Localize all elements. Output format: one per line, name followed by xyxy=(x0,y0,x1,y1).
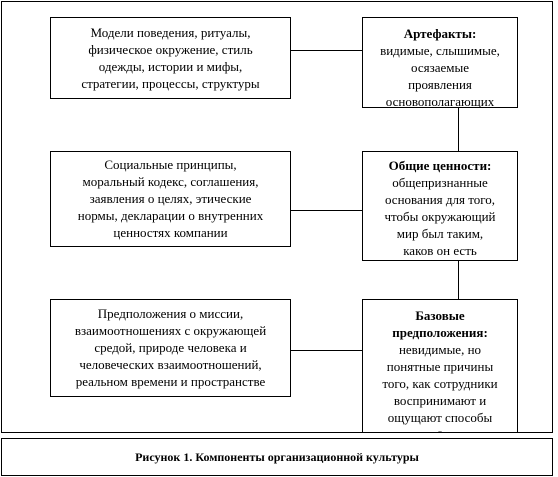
text-line: реальном времени и пространстве xyxy=(75,374,266,389)
text-line: мир был таким, xyxy=(396,226,484,241)
right-box-basic-assumptions: Базовые предположения: невидимые, но пон… xyxy=(362,299,518,433)
text-line: общепризнанные xyxy=(392,175,488,190)
diagram-frame xyxy=(1,1,553,433)
box-title: предположения: xyxy=(392,325,488,340)
text-line: понятные причины xyxy=(386,359,494,374)
box-title: Общие ценности: xyxy=(388,158,492,173)
left-box-artifacts-description: Модели поведения, ритуалы, физическое ок… xyxy=(50,17,291,99)
text-line: средой, природе человека и xyxy=(94,340,247,355)
text-line: невидимые, но xyxy=(398,342,482,357)
text-line: одежды, истории и мифы, xyxy=(98,59,243,74)
connector-artifacts-to-values xyxy=(458,108,459,151)
connector-values-to-assumptions xyxy=(458,261,459,299)
text-line: Социальные принципы, xyxy=(104,157,237,172)
figure-caption: Рисунок 1. Компоненты организационной ку… xyxy=(1,438,553,476)
text-line: физическое окружение, стиль xyxy=(88,42,253,57)
text-line: взаимоотношениях с окружающей xyxy=(74,323,267,338)
text-line: ощущают способы xyxy=(387,410,493,425)
box-title: Артефакты: xyxy=(403,26,477,41)
text-line: воспринимают и xyxy=(393,393,487,408)
connector-assumptions xyxy=(291,350,362,351)
left-box-values-description: Социальные принципы, моральный кодекс, с… xyxy=(50,151,291,247)
text-line: видимые, слышимые, xyxy=(380,43,500,58)
text-line: Предположения о миссии, xyxy=(97,306,244,321)
box-title: Базовые xyxy=(415,308,465,323)
text-line: основополагающих xyxy=(385,94,495,108)
text-line: ценностях компании xyxy=(113,225,228,240)
text-line: человеческих взаимоотношений, xyxy=(79,357,262,372)
text-line: чтобы окружающий xyxy=(384,209,496,224)
connector-artifacts xyxy=(291,50,362,51)
text-line: основания для того, xyxy=(384,192,496,207)
left-box-assumptions-description: Предположения о миссии, взаимоотношениях… xyxy=(50,299,291,397)
text-line: того, как сотрудники xyxy=(382,376,498,391)
text-line: заявления о целях, этические xyxy=(89,191,252,206)
text-line: моральный кодекс, соглашения, xyxy=(82,174,259,189)
text-line: стратегии, процессы, структуры xyxy=(81,76,260,91)
text-line: каков он есть xyxy=(403,243,477,258)
text-line: Модели поведения, ритуалы, xyxy=(90,25,251,40)
text-line: нормы, декларации о внутренних xyxy=(77,208,264,223)
text-line: осязаемые xyxy=(411,60,469,75)
text-line: проявления xyxy=(408,77,472,92)
right-box-shared-values: Общие ценности: общепризнанные основания… xyxy=(362,151,518,261)
overflow-mark: - xyxy=(437,423,443,433)
connector-values xyxy=(291,210,362,211)
right-box-artifacts: Артефакты: видимые, слышимые, осязаемые … xyxy=(362,17,518,108)
